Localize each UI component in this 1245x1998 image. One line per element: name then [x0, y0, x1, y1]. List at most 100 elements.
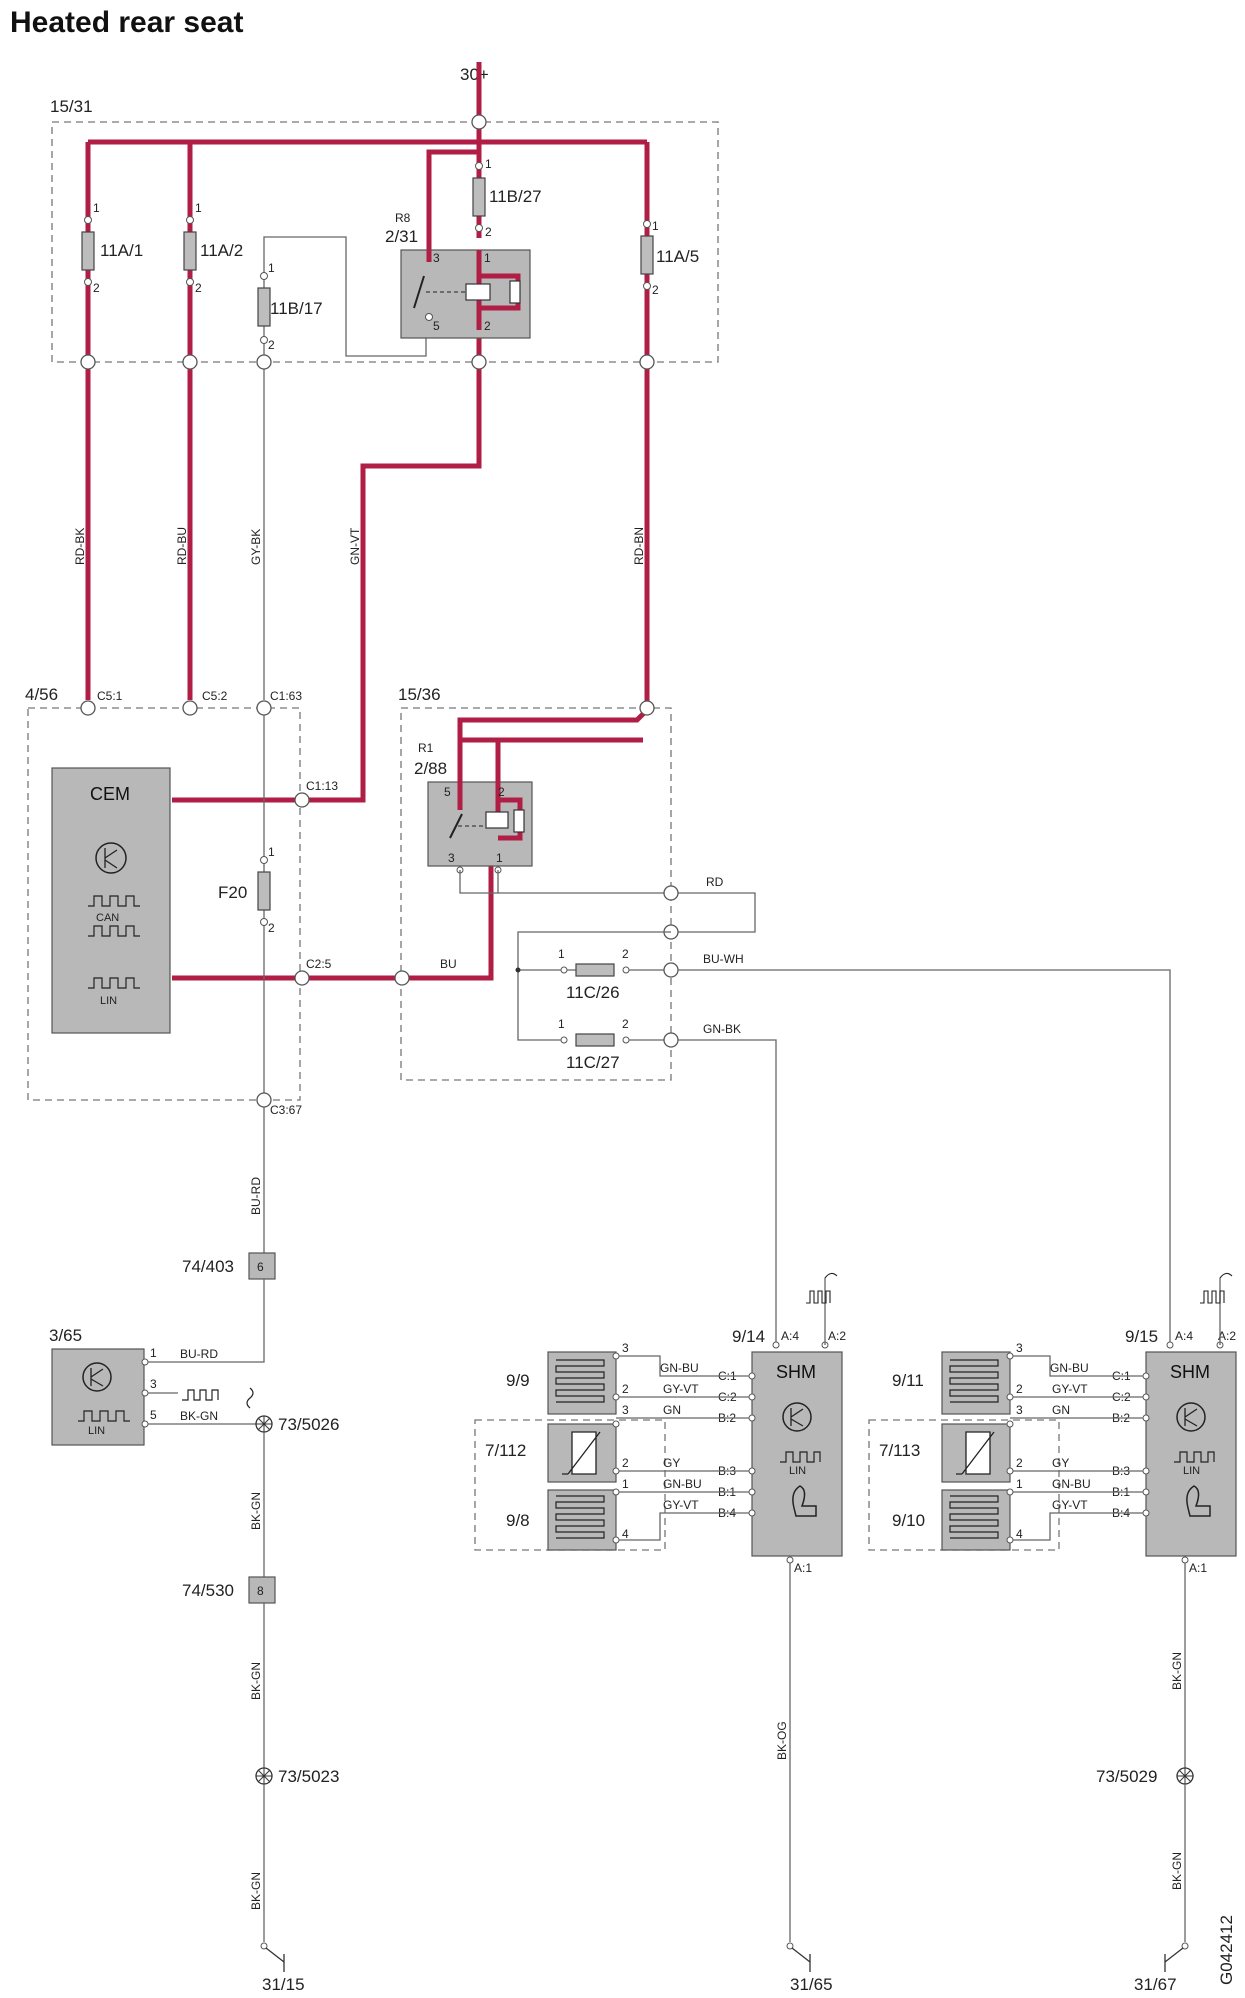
- connector: [256, 1092, 272, 1108]
- ground-icon: [260, 1942, 285, 1972]
- relay-r1: [427, 781, 533, 867]
- pin-number: 1: [195, 201, 202, 215]
- connector: [663, 962, 679, 978]
- fuse-pin: [643, 282, 651, 290]
- lin-label: LIN: [789, 1465, 806, 1477]
- fuse-11c-27-label: 11C/27: [566, 1053, 620, 1072]
- connector: [394, 970, 410, 986]
- splice-73-5026-label: 73/5026: [278, 1415, 339, 1434]
- wire-label: GY-VT: [663, 1498, 699, 1512]
- pin-label: A:1: [1189, 1561, 1207, 1575]
- cem-pin: C5:2: [202, 689, 228, 703]
- supply-bus: [85, 62, 650, 981]
- pin-number: 2: [622, 1456, 629, 1470]
- wire-label: BK-GN: [249, 1492, 263, 1530]
- fuse-pin: [84, 216, 92, 224]
- pin-number: 1: [558, 947, 565, 961]
- pin-number: 3: [150, 1377, 157, 1391]
- fuse-11c-26: [575, 963, 615, 977]
- ground-icon: [1164, 1942, 1189, 1972]
- seat-icon: [1186, 1485, 1211, 1517]
- connector: [80, 354, 96, 370]
- fuse-11b-17-label: 11B/17: [270, 299, 323, 318]
- wire-rd: [459, 870, 671, 894]
- cem-pin: C1:63: [270, 689, 302, 703]
- supply-node: [471, 114, 487, 130]
- fusebox-15-36-label: 15/36: [398, 685, 441, 704]
- cem-pin: C1:13: [306, 779, 338, 793]
- relay-r8-resistor: [509, 280, 521, 304]
- relay-r1-id: 2/88: [414, 759, 447, 778]
- connector: [663, 885, 679, 901]
- fuse-pin: [186, 278, 194, 286]
- lin-signal-icon: [780, 1451, 821, 1463]
- pin-number: 2: [622, 1017, 629, 1031]
- splice-73-5023: [255, 1767, 273, 1785]
- relay-r8-coil: [465, 283, 491, 301]
- heater-9-8-label: 9/8: [506, 1511, 530, 1530]
- wire-label: BK-GN: [249, 1872, 263, 1910]
- fusebox-15-31: [51, 121, 719, 363]
- wire-label: GY-VT: [1052, 1382, 1088, 1396]
- pin-number: 2: [652, 283, 659, 297]
- lin-label: LIN: [1183, 1465, 1200, 1477]
- relay-r8-id: 2/31: [385, 227, 418, 246]
- connector: [294, 792, 310, 808]
- shm-9-14-label: 9/14: [732, 1327, 765, 1346]
- transistor-icon: [782, 1402, 812, 1432]
- wire-label: RD-BK: [73, 528, 87, 565]
- fuse-pin: [475, 224, 483, 232]
- relay-r8-name: R8: [395, 211, 411, 225]
- pin-number: 2: [485, 225, 492, 239]
- pin-number: 2: [268, 921, 275, 935]
- cem-box-4-56: [27, 707, 301, 1101]
- wire-label: BU-RD: [180, 1347, 218, 1361]
- pin-label: A:2: [828, 1329, 846, 1343]
- shm-9-15-label: 9/15: [1125, 1327, 1158, 1346]
- transistor-icon: [82, 1362, 112, 1392]
- fuse-11a-2: [183, 231, 197, 271]
- fuse-pin: [475, 162, 483, 170]
- fuse-11a-1-label: 11A/1: [100, 241, 143, 260]
- wire-label: GN: [1052, 1403, 1070, 1417]
- module-3-65-label: 3/65: [49, 1326, 82, 1345]
- fuse-11a-5: [640, 235, 654, 275]
- connector: [639, 700, 655, 716]
- wave-icon: [1219, 1272, 1233, 1279]
- seat-icon: [792, 1485, 817, 1517]
- lin-signal-icon: [1200, 1290, 1225, 1304]
- fuse-11a-2-label: 11A/2: [200, 241, 243, 260]
- wave-icon: [246, 1387, 254, 1409]
- fuse-pin: [84, 278, 92, 286]
- pin-number: 3: [448, 851, 455, 865]
- splice-73-5029-label: 73/5029: [1096, 1767, 1157, 1786]
- heater-9-11-label: 9/11: [892, 1371, 924, 1390]
- transistor-icon: [95, 842, 127, 874]
- fuse-pin: [260, 336, 268, 344]
- relay-coil-wire: [263, 236, 427, 357]
- shm-label: SHM: [1170, 1362, 1210, 1382]
- wire-label: BK-GN: [249, 1662, 263, 1700]
- wire-label: BU: [440, 957, 457, 971]
- can-signal-icon: [88, 925, 140, 937]
- heater-9-11: [941, 1351, 1011, 1415]
- transistor-icon: [1176, 1402, 1206, 1432]
- wire-label: RD-BU: [175, 527, 189, 565]
- pin-number: 1: [652, 219, 659, 233]
- module-3-65: [51, 1348, 145, 1446]
- fuse-pin: [186, 216, 194, 224]
- wire-label: BK-GN: [1170, 1652, 1184, 1690]
- cem-module: [51, 767, 171, 1034]
- pin-number: 1: [485, 157, 492, 171]
- wire-label: RD-BN: [632, 527, 646, 565]
- heater-9-10-label: 9/10: [892, 1511, 925, 1530]
- pin-number: 1: [496, 851, 503, 865]
- wire-label: GY-VT: [663, 1382, 699, 1396]
- pin-number: 2: [622, 947, 629, 961]
- fuse-f20: [257, 871, 271, 911]
- pin-number: 1: [484, 251, 491, 265]
- pin-number: 2: [195, 281, 202, 295]
- connector: [80, 700, 96, 716]
- pin-number: 3: [622, 1341, 629, 1355]
- wire-label: GN: [663, 1403, 681, 1417]
